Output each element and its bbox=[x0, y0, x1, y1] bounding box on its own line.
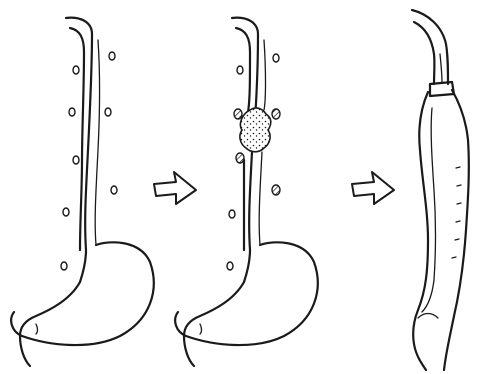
involved-lymph-node bbox=[236, 153, 244, 163]
right-arrow-icon bbox=[154, 172, 196, 204]
conduit-right-wall bbox=[444, 90, 469, 370]
stomach-outline bbox=[175, 242, 318, 366]
esophagus-right-wall bbox=[70, 28, 84, 250]
conduit-left-wall bbox=[413, 92, 428, 370]
anastomosis-band bbox=[430, 82, 454, 96]
lymph-node bbox=[111, 186, 117, 194]
esophageal-stump-inner bbox=[414, 22, 434, 84]
lymph-node bbox=[73, 156, 79, 164]
stomach-curve-detail bbox=[200, 324, 202, 334]
stomach-outline bbox=[11, 242, 154, 366]
esophageal-tumor bbox=[240, 108, 271, 152]
panel-normal bbox=[11, 18, 154, 366]
lymph-node bbox=[229, 210, 235, 218]
lymph-node bbox=[61, 262, 67, 270]
esophagus-left-wall-lower bbox=[244, 152, 252, 282]
lymph-node bbox=[63, 208, 69, 216]
involved-lymph-node bbox=[234, 109, 242, 119]
lymph-node bbox=[105, 108, 111, 116]
lymph-node bbox=[273, 54, 279, 62]
lymph-node bbox=[69, 108, 75, 116]
lymph-node bbox=[109, 52, 115, 60]
right-arrow-icon bbox=[352, 172, 394, 204]
lymph-node bbox=[227, 262, 233, 270]
pylorus-fold bbox=[418, 314, 438, 319]
staple-line bbox=[452, 167, 461, 258]
esophagus-lumen bbox=[95, 40, 99, 245]
panel-tumor bbox=[175, 18, 318, 366]
involved-lymph-node bbox=[272, 185, 280, 195]
lymph-node bbox=[73, 66, 79, 74]
lymph-node bbox=[237, 66, 243, 74]
conduit-inner-line bbox=[422, 108, 436, 312]
esophageal-stump bbox=[412, 10, 448, 84]
stomach-curve-detail bbox=[36, 324, 38, 334]
stump-lumen bbox=[440, 54, 442, 82]
involved-lymph-node bbox=[272, 109, 280, 119]
panel-gastric-conduit bbox=[412, 10, 469, 370]
